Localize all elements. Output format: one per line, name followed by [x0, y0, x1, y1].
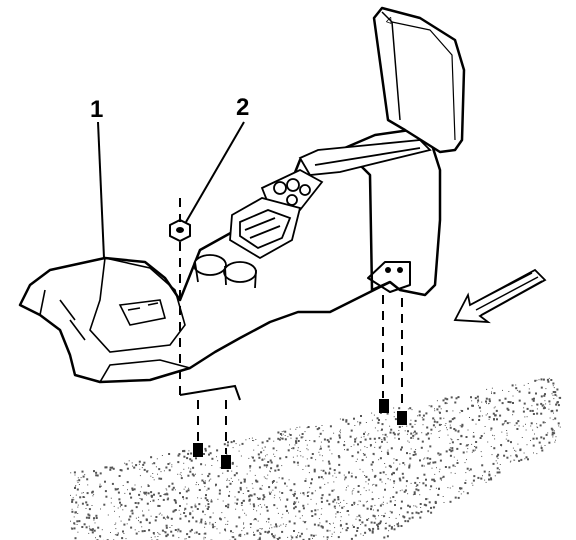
- svg-text:∆: ∆: [385, 14, 394, 25]
- console-top-details: [193, 139, 432, 289]
- front-mount-outline: [179, 384, 241, 401]
- armrest-lid: ∆: [372, 6, 466, 154]
- rear-studs: [379, 399, 407, 425]
- callout-label-2: 2: [236, 94, 250, 121]
- front-direction-arrow: [453, 268, 547, 324]
- leader-lines: [97, 121, 245, 259]
- console-front-details: [39, 257, 191, 383]
- floor-console: [18, 128, 442, 384]
- nut: [169, 218, 191, 243]
- alignment-lines: [179, 198, 403, 454]
- front-studs: [193, 443, 231, 469]
- callout-label-1: 1: [90, 96, 104, 123]
- floor-texture: [70, 377, 562, 540]
